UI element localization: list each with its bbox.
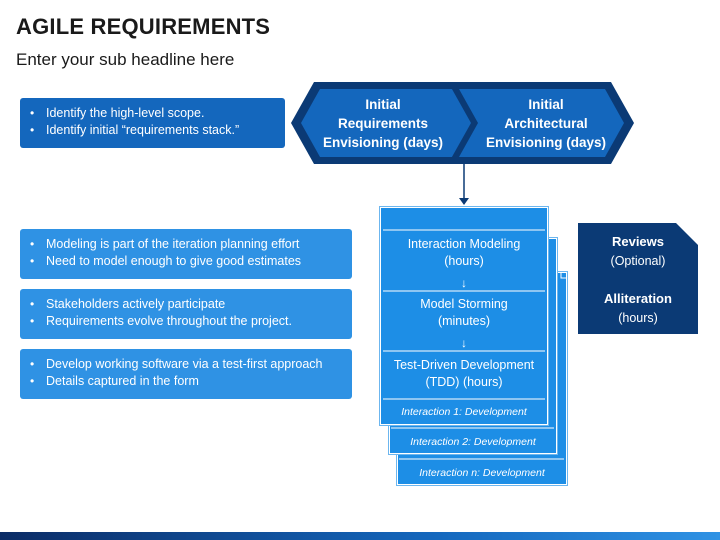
connector-arrowhead	[459, 198, 469, 205]
down-arrow-icon: ↓	[461, 276, 467, 290]
iteration-1-label: Interaction 1: Development	[401, 406, 527, 418]
iteration-card-1	[380, 207, 548, 425]
alliteration-title: Alliteration	[604, 291, 672, 306]
review-box	[578, 223, 698, 334]
note-bullet: Modeling is part of the iteration planni…	[30, 236, 342, 253]
note-modeling: Modeling is part of the iteration planni…	[20, 229, 352, 279]
iteration-n-label: Interaction n: Development	[419, 467, 545, 479]
note-bullet: Requirements evolve throughout the proje…	[30, 313, 342, 330]
step-interaction-modeling: Interaction Modeling (hours)	[407, 237, 521, 268]
step-model-storming: Model Storming (minutes)	[420, 297, 508, 328]
page-title: AGILE REQUIREMENTS	[16, 14, 271, 39]
note-bullet: Need to model enough to give good estima…	[30, 253, 342, 270]
chevron-2-label: Initial Architectural Envisioning (days)	[485, 97, 607, 150]
note-bullet: Details captured in the form	[30, 373, 342, 390]
iteration-2-label: Interaction 2: Development	[410, 436, 536, 448]
chevron-1-label: Initial Requirements Envisioning (days)	[322, 97, 444, 150]
reviews-title: Reviews	[611, 234, 665, 249]
chevron-initial-requirements-inner	[301, 89, 479, 157]
note-bullet: Stakeholders actively participate	[30, 296, 342, 313]
reviews-subtitle: (Optional)	[610, 254, 666, 268]
down-arrow-icon: ↓	[461, 336, 467, 350]
note-bullet: Identify initial “requirements stack.”	[30, 122, 275, 139]
note-working-software: Develop working software via a test-firs…	[20, 349, 352, 399]
chevron-initial-architectural-inner	[459, 89, 624, 157]
note-bullet: Develop working software via a test-firs…	[30, 356, 342, 373]
note-bullet: Identify the high-level scope.	[30, 105, 275, 122]
alliteration-subtitle: (hours)	[618, 311, 658, 325]
note-scope: Identify the high-level scope. Identify …	[20, 98, 285, 148]
step-test-driven-development: Test-Driven Development (TDD) (hours)	[393, 358, 535, 389]
footer-bar	[0, 532, 720, 540]
note-stakeholders: Stakeholders actively participate Requir…	[20, 289, 352, 339]
page-subtitle: Enter your sub headline here	[16, 50, 235, 69]
